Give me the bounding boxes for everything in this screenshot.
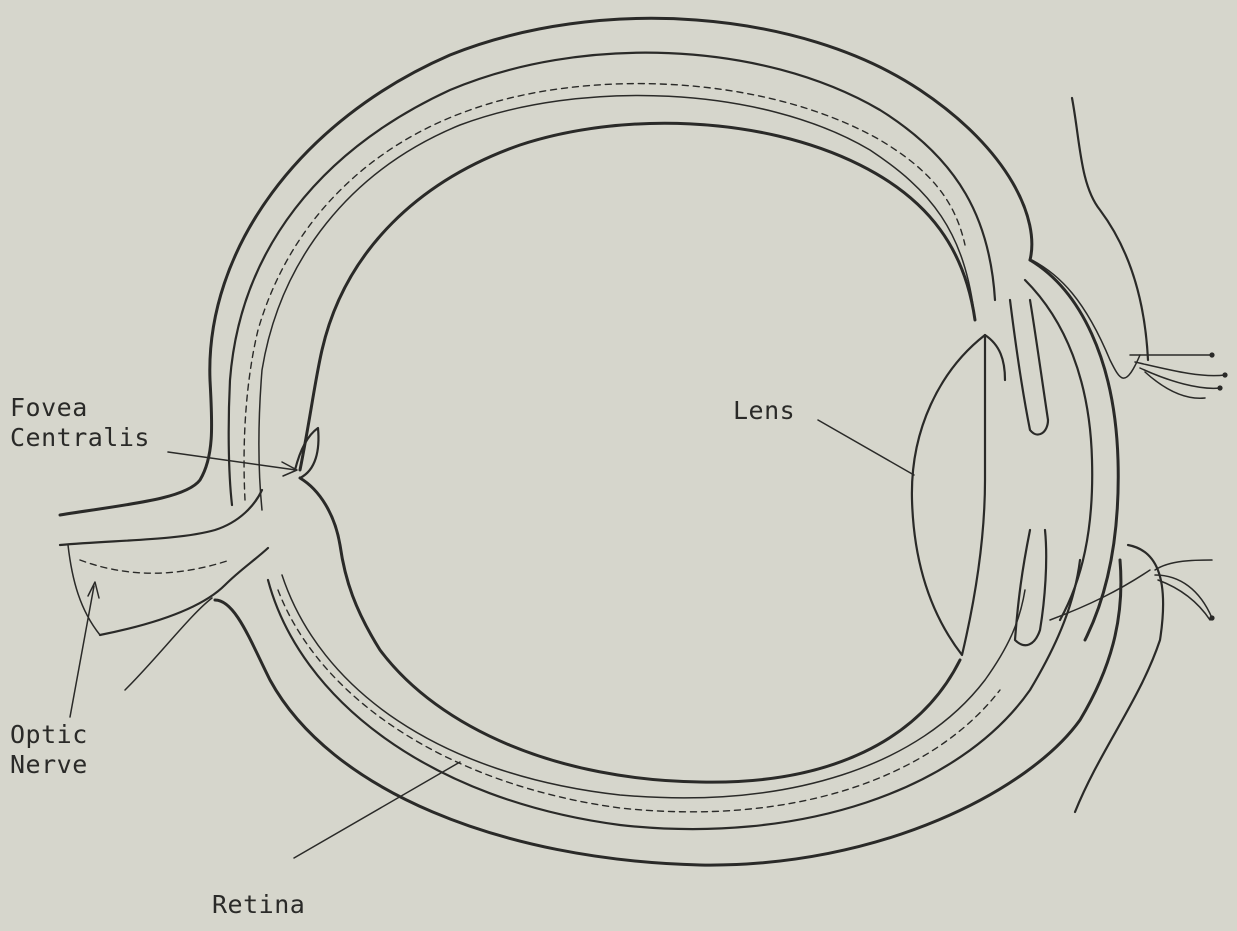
leader-fovea — [168, 452, 296, 470]
lens-outline — [912, 335, 985, 655]
eyelash-upper-2 — [1135, 362, 1225, 376]
choroid-texture-upper — [244, 84, 965, 500]
leader-lens — [818, 420, 914, 475]
eyelash-lower-1 — [1155, 560, 1212, 570]
vitreous-boundary-lower — [300, 478, 960, 782]
optic-nerve-fibers — [80, 560, 230, 573]
eyelash-upper-4 — [1145, 372, 1205, 398]
vitreous-boundary-upper — [300, 123, 975, 470]
lens-rear — [985, 335, 1005, 380]
optic-nerve-bottom — [100, 548, 268, 635]
upper-eyelid — [1072, 98, 1148, 360]
label-lens: Lens — [733, 396, 795, 426]
retina-inner-lower — [282, 575, 1025, 798]
optic-nerve-outer-sheath — [125, 598, 212, 690]
lower-eyelid — [1075, 545, 1163, 812]
label-optic-nerve: Optic Nerve — [10, 720, 88, 780]
choroid-outer-lower — [268, 560, 1080, 829]
iris-upper — [1010, 300, 1048, 435]
optic-nerve-end — [68, 545, 100, 635]
leader-retina — [294, 762, 460, 858]
iris-lower — [1015, 530, 1046, 645]
cornea-outer — [1030, 260, 1118, 640]
sclera-outer-upper — [60, 18, 1032, 515]
label-fovea-centralis: Fovea Centralis — [10, 393, 150, 453]
sclera-outer-lower — [215, 560, 1121, 865]
label-retina: Retina — [212, 890, 305, 920]
